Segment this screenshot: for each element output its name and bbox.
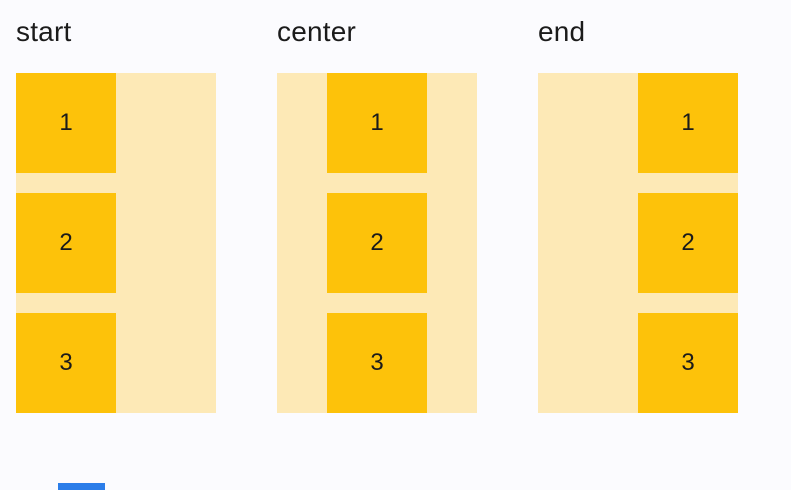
demo-column-start: start 1 2 3 bbox=[16, 16, 216, 413]
flex-item: 2 bbox=[16, 193, 116, 293]
flex-item: 2 bbox=[638, 193, 738, 293]
alignment-label-end: end bbox=[538, 16, 586, 47]
flex-item: 3 bbox=[327, 313, 427, 413]
demo-column-center: center 1 2 3 bbox=[277, 16, 477, 413]
alignment-label-start: start bbox=[16, 16, 72, 47]
demo-column-end: end 1 2 3 bbox=[538, 16, 738, 413]
alignment-demo: start 1 2 3 center 1 2 3 end 1 2 3 bbox=[16, 16, 738, 413]
flex-item: 3 bbox=[638, 313, 738, 413]
flex-container-start: 1 2 3 bbox=[16, 73, 216, 413]
flex-item: 2 bbox=[327, 193, 427, 293]
alignment-label-center: center bbox=[277, 16, 357, 47]
flex-item: 1 bbox=[16, 73, 116, 173]
flex-item: 1 bbox=[327, 73, 427, 173]
flex-container-end: 1 2 3 bbox=[538, 73, 738, 413]
flex-container-center: 1 2 3 bbox=[277, 73, 477, 413]
flex-item: 3 bbox=[16, 313, 116, 413]
flex-item: 1 bbox=[638, 73, 738, 173]
accent-bar bbox=[58, 483, 105, 490]
